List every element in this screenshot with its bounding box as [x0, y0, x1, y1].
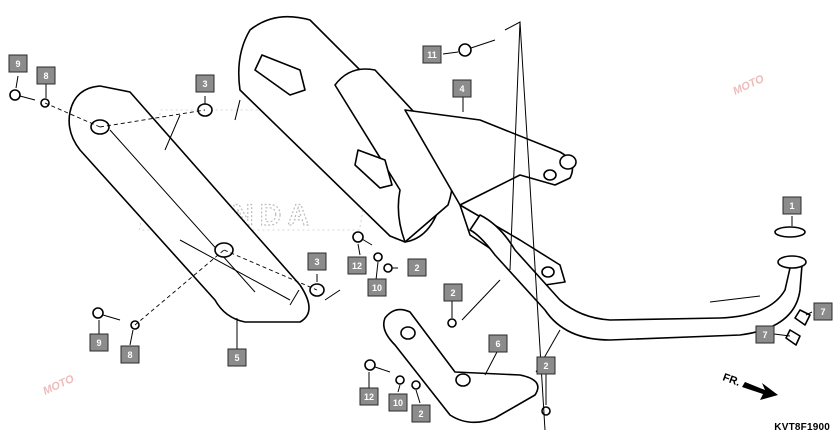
muffler	[237, 15, 577, 286]
callout-box	[89, 333, 109, 352]
callout-box	[8, 54, 28, 73]
callout-box	[782, 196, 802, 215]
callout-box	[307, 252, 327, 271]
callout-number: 11	[427, 50, 437, 60]
heat-shield	[68, 85, 310, 323]
callout-number: 9	[15, 59, 20, 69]
callout-c3a: 3	[195, 74, 215, 93]
assembly-lines	[44, 102, 318, 326]
callout-box	[227, 348, 247, 367]
callout-number: 1	[789, 201, 794, 211]
callout-labels: 9 8 3 11 4 1 3 12 10 2 2 9 8 5 6 7 7 2 12 10 2	[8, 45, 833, 423]
callout-c10b: 10	[388, 393, 408, 412]
watermark-top-right: MOTO	[731, 73, 766, 98]
callout-c8b: 8	[120, 345, 140, 364]
front-direction-arrow: FR.	[721, 372, 778, 400]
callout-number: 10	[393, 398, 403, 408]
callout-box	[488, 334, 508, 353]
diagram-code: KVT8F1900	[774, 422, 830, 433]
callout-number: 2	[418, 409, 423, 419]
callout-number: 8	[127, 350, 132, 360]
callout-number: 2	[543, 361, 548, 371]
callout-box	[422, 45, 442, 64]
direction-arrow-icon	[742, 382, 778, 400]
callout-box	[195, 74, 215, 93]
exhaust-pipe	[469, 214, 807, 341]
callout-box	[813, 302, 833, 321]
callout-box	[452, 79, 472, 98]
callout-c4: 4	[452, 79, 472, 98]
callout-number: 12	[364, 392, 374, 402]
callout-number: 12	[352, 261, 362, 271]
muffler-bracket	[382, 308, 539, 424]
callout-c2b: 2	[443, 283, 463, 302]
callout-box	[388, 393, 408, 412]
callout-number: 4	[459, 84, 464, 94]
callout-number: 6	[495, 339, 500, 349]
callout-c5: 5	[227, 348, 247, 367]
callout-c6: 6	[488, 334, 508, 353]
callout-c10a: 10	[367, 278, 387, 297]
callout-box	[755, 325, 775, 344]
callout-box	[359, 387, 379, 406]
callout-c1: 1	[782, 196, 802, 215]
callout-c12a: 12	[347, 256, 367, 275]
callout-c7a: 7	[813, 302, 833, 321]
callout-c2c: 2	[536, 356, 556, 375]
callout-number: 5	[234, 353, 239, 363]
callout-c2d: 2	[411, 404, 431, 423]
callout-box	[407, 258, 427, 277]
callout-c11: 11	[422, 45, 442, 64]
callout-number: 10	[372, 283, 382, 293]
callout-box	[443, 283, 463, 302]
front-direction-label: FR.	[721, 372, 742, 389]
callout-c7b: 7	[755, 325, 775, 344]
callout-c3b: 3	[307, 252, 327, 271]
callout-number: 3	[202, 79, 207, 89]
callout-number: 8	[43, 71, 48, 81]
watermark-bottom-left: MOTO	[41, 373, 76, 398]
callout-box	[367, 278, 387, 297]
callout-number: 7	[762, 330, 767, 340]
callout-number: 2	[450, 288, 455, 298]
callout-c8a: 8	[36, 66, 56, 85]
callout-c2a: 2	[407, 258, 427, 277]
callout-box	[120, 345, 140, 364]
callout-number: 9	[96, 338, 101, 348]
callout-box	[536, 356, 556, 375]
callout-c9b: 9	[89, 333, 109, 352]
fasteners	[9, 39, 811, 416]
callout-box	[36, 66, 56, 85]
callout-box	[347, 256, 367, 275]
callout-c12b: 12	[359, 387, 379, 406]
callout-number: 7	[820, 307, 825, 317]
callout-box	[411, 404, 431, 423]
callout-number: 3	[314, 257, 319, 267]
callout-number: 2	[414, 263, 419, 273]
callout-c9a: 9	[8, 54, 28, 73]
